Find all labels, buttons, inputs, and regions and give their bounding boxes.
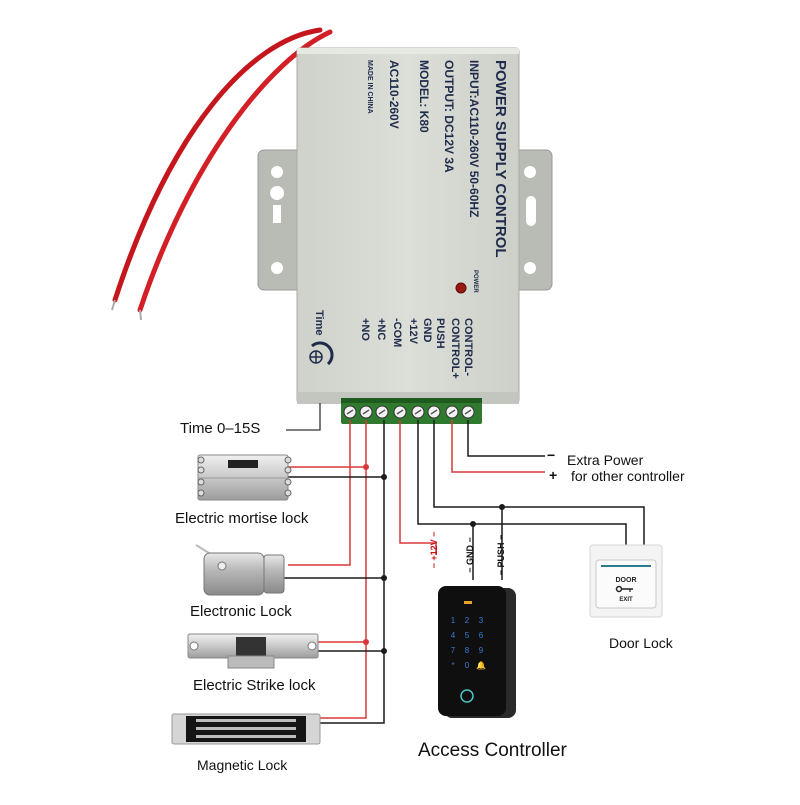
keypad-key[interactable]: 3 bbox=[479, 616, 484, 625]
keypad-key[interactable]: 🔔 bbox=[476, 661, 486, 670]
terminal-label: +NO bbox=[359, 318, 371, 341]
terminal-block bbox=[341, 398, 482, 424]
key-icon bbox=[615, 585, 633, 593]
door-lock-label: Door Lock bbox=[609, 635, 673, 651]
keypad-key[interactable]: 4 bbox=[451, 631, 456, 640]
terminal-label: GND bbox=[421, 318, 433, 343]
wire-junction bbox=[363, 464, 369, 470]
wire-junction bbox=[499, 504, 505, 510]
keypad-key[interactable]: 7 bbox=[451, 646, 456, 655]
extra-power-plus: + bbox=[549, 467, 558, 483]
keypad-key[interactable]: 2 bbox=[465, 616, 470, 625]
device-title: POWER SUPPLY CONTROL bbox=[492, 60, 509, 258]
power-led-icon bbox=[455, 282, 467, 294]
wire-label-gnd: − GND − bbox=[465, 537, 475, 573]
terminal-label: -COM bbox=[391, 318, 403, 347]
time-knob-icon[interactable] bbox=[309, 341, 334, 366]
mortise-lock-label: Electric mortise lock bbox=[175, 510, 309, 527]
terminal-label: CONTROL+ bbox=[449, 318, 461, 379]
wire-label-12v: − +12V − bbox=[429, 532, 439, 569]
wire-no bbox=[288, 420, 351, 566]
strike-lock-image bbox=[187, 633, 319, 669]
power-supply-device: POWER SUPPLY CONTROL INPUT:AC110-260V 50… bbox=[296, 47, 520, 404]
wire-nc bbox=[320, 420, 367, 719]
time-knob-label: Time bbox=[313, 310, 325, 335]
terminal-label: +12V bbox=[407, 318, 419, 345]
electronic-lock-image bbox=[195, 544, 285, 596]
terminal-label: +NC bbox=[375, 318, 387, 340]
magnetic-lock-image bbox=[171, 713, 321, 745]
exit-button-top-text: DOOR bbox=[616, 577, 637, 584]
terminal-label: CONTROL- bbox=[462, 318, 474, 376]
strike-lock-label: Electric Strike lock bbox=[193, 677, 316, 694]
device-model: MODEL: K80 bbox=[417, 60, 431, 133]
device-output: OUTPUT: DC12V 3A bbox=[442, 60, 456, 173]
wire-push bbox=[433, 420, 645, 545]
wire-control-plus bbox=[451, 420, 545, 473]
keypad-key[interactable]: * bbox=[451, 661, 454, 670]
keypad-key[interactable]: 6 bbox=[479, 631, 484, 640]
power-led-label: POWER bbox=[472, 270, 478, 293]
wire-label-push: − PUSH − bbox=[496, 535, 506, 576]
ac-input-wires bbox=[111, 27, 333, 321]
time-leader-line bbox=[286, 403, 321, 431]
electronic-lock-label: Electronic Lock bbox=[190, 603, 292, 620]
mounting-bracket-left bbox=[257, 149, 305, 291]
time-range-label: Time 0–15S bbox=[180, 420, 261, 437]
wire-12v bbox=[399, 420, 437, 555]
wire-control-minus bbox=[467, 420, 545, 457]
exit-button-image: DOOR EXIT bbox=[589, 544, 663, 618]
mounting-bracket-right bbox=[513, 149, 553, 291]
extra-power-label: Extra Power bbox=[567, 452, 644, 468]
wire-junction bbox=[381, 575, 387, 581]
magnetic-lock-label: Magnetic Lock bbox=[197, 757, 288, 773]
wire-junction bbox=[381, 474, 387, 480]
device-voltage: AC110-260V bbox=[387, 60, 401, 129]
wiring bbox=[284, 420, 645, 724]
extra-power-minus: − bbox=[547, 447, 556, 463]
mortise-lock-image bbox=[197, 454, 292, 501]
keypad-key[interactable]: 8 bbox=[465, 646, 470, 655]
exit-button-bottom-text: EXIT bbox=[619, 597, 633, 603]
access-controller-label: Access Controller bbox=[418, 740, 567, 761]
terminal-label: PUSH bbox=[434, 318, 446, 349]
keypad-key[interactable]: 1 bbox=[451, 616, 456, 625]
wire-junction bbox=[381, 648, 387, 654]
extra-power-sublabel: for other controller bbox=[571, 468, 685, 484]
wire-junction bbox=[363, 639, 369, 645]
wire-junction bbox=[470, 521, 476, 527]
keypad-key[interactable]: 5 bbox=[465, 631, 470, 640]
fingerprint-reader-icon bbox=[460, 689, 474, 703]
wire-com bbox=[320, 420, 385, 724]
keypad-key[interactable]: 0 bbox=[465, 661, 470, 670]
device-input: INPUT:AC110-260V 50-60HZ bbox=[467, 60, 481, 217]
device-origin: MADE IN CHINA bbox=[366, 60, 373, 114]
keypad-key[interactable]: 9 bbox=[479, 646, 484, 655]
wire-gnd bbox=[417, 420, 627, 545]
